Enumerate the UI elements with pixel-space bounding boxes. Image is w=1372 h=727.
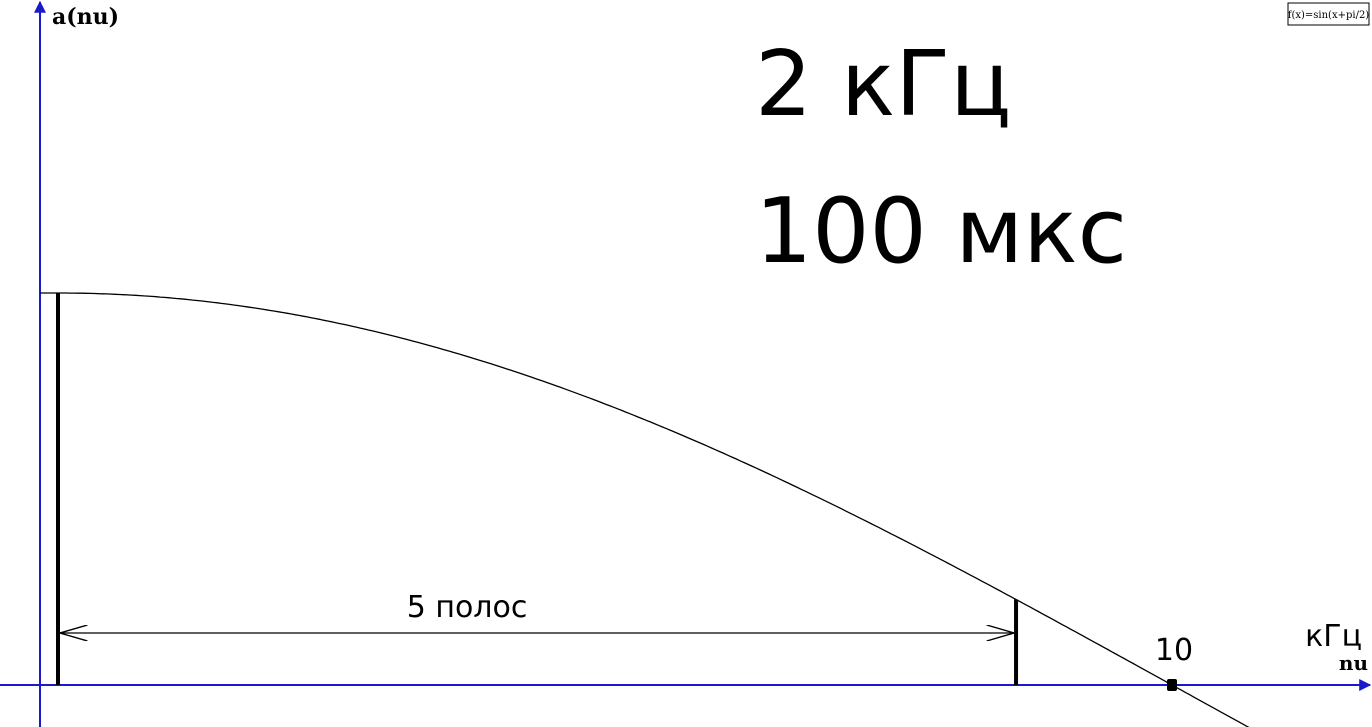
bands-annotation: 5 полос bbox=[407, 590, 528, 625]
x-unit-label: кГц bbox=[1305, 619, 1362, 654]
function-legend: f(x)=sin(x+pi/2) bbox=[1287, 2, 1370, 26]
series-line bbox=[40, 292, 1250, 727]
x-tick-label: 10 bbox=[1155, 633, 1193, 668]
function-legend-text: f(x)=sin(x+pi/2) bbox=[1288, 10, 1370, 21]
y-axis-label: a(nu) bbox=[52, 4, 119, 30]
duration-annotation: 100 мкс bbox=[755, 179, 1127, 284]
x-tick-point bbox=[1167, 679, 1177, 691]
frequency-annotation: 2 кГц bbox=[755, 32, 1011, 137]
x-axis-label: nu bbox=[1339, 651, 1368, 675]
